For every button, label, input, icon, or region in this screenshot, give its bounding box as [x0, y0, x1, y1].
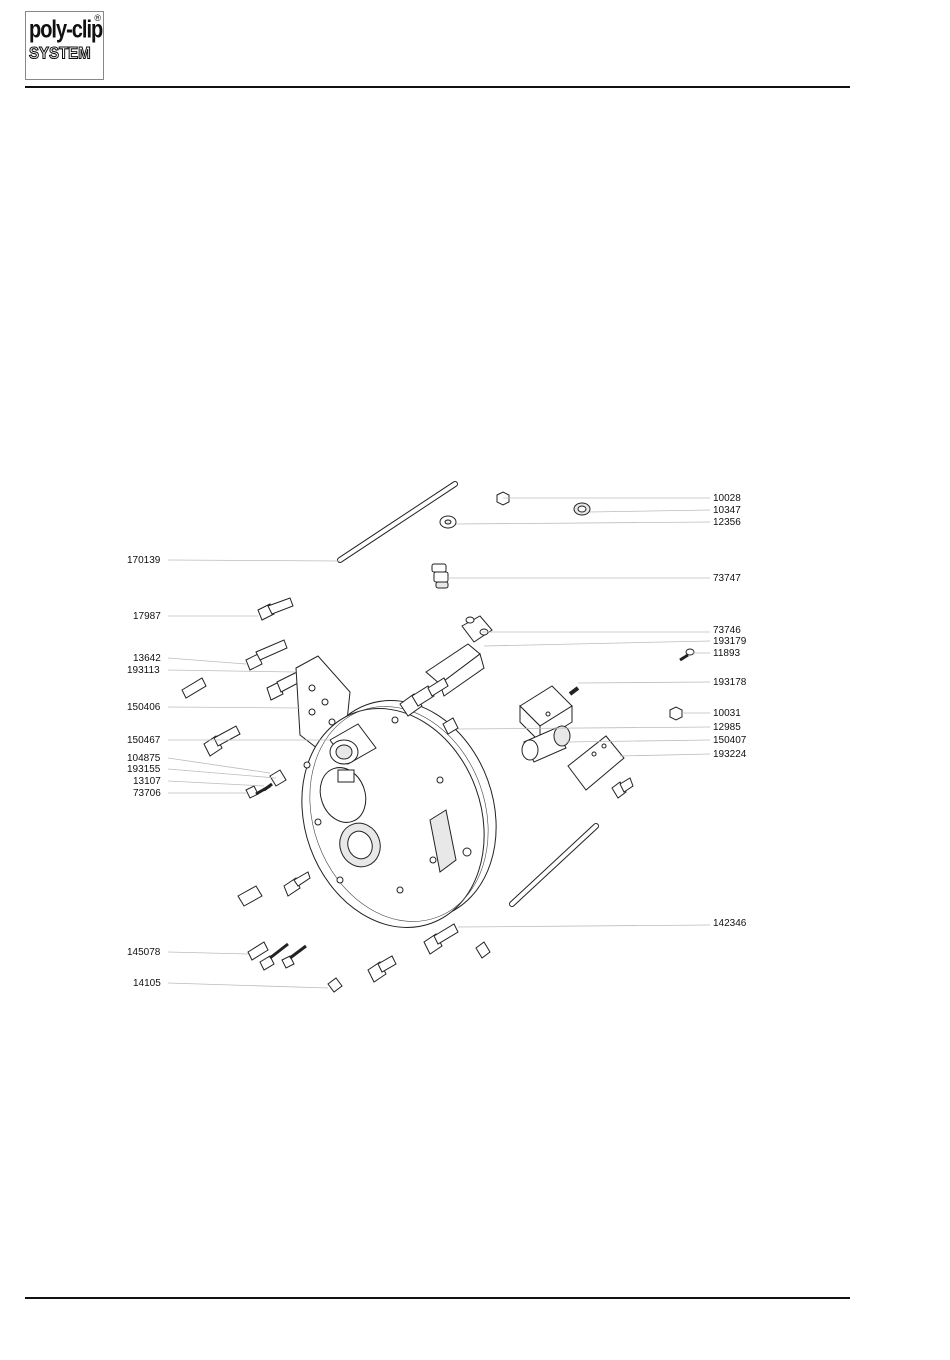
logo-system-text: SYSTEM — [29, 44, 91, 63]
fitting-part — [432, 564, 448, 588]
brand-logo: poly-clip ® SYSTEM — [25, 11, 104, 80]
screw-set-part — [246, 770, 286, 798]
label-12985: 12985 — [713, 722, 741, 733]
small-pin-part — [680, 649, 694, 660]
countersunk-bolt-part — [204, 726, 240, 756]
part-labels-right: 10028 10347 12356 73747 73746 193179 118… — [713, 493, 747, 929]
exploded-parts-diagram: 170139 17987 13642 193113 150406 150467 … — [0, 470, 950, 1030]
cover-plate-part — [568, 736, 624, 790]
tiny-screw-part — [328, 978, 342, 992]
lower-dowel-pin-part — [238, 886, 262, 906]
label-104875: 104875 — [127, 753, 161, 764]
rod-part — [340, 484, 455, 560]
pin-group-part — [248, 942, 306, 970]
label-10347: 10347 — [713, 505, 741, 516]
label-17987: 17987 — [133, 611, 161, 622]
hex-bolt-part — [258, 598, 293, 620]
logo-registered-mark: ® — [94, 13, 101, 23]
label-193224: 193224 — [713, 749, 747, 760]
label-150467: 150467 — [127, 735, 161, 746]
label-11893: 11893 — [713, 648, 741, 659]
header-rule — [25, 86, 850, 88]
bracket-bolt-part — [267, 672, 300, 700]
socket-screw-part — [612, 778, 633, 798]
label-14105: 14105 — [133, 978, 161, 989]
label-193178: 193178 — [713, 677, 747, 688]
nut-part — [497, 492, 509, 505]
footer-rule — [25, 1297, 850, 1299]
label-150406: 150406 — [127, 702, 161, 713]
label-73746: 73746 — [713, 625, 741, 636]
label-73706: 73706 — [133, 788, 161, 799]
lower-screw-part — [476, 942, 490, 958]
label-193113: 193113 — [127, 665, 160, 676]
pin-bolt-part — [246, 640, 287, 670]
label-193155: 193155 — [127, 764, 161, 775]
label-13642: 13642 — [133, 653, 161, 664]
label-73747: 73747 — [713, 573, 741, 584]
label-13107: 13107 — [133, 776, 161, 787]
label-150407: 150407 — [713, 735, 747, 746]
label-145078: 145078 — [127, 947, 161, 958]
label-10031: 10031 — [713, 708, 741, 719]
label-142346: 142346 — [713, 918, 747, 929]
lower-countersunk-bolt-part — [284, 872, 310, 896]
long-countersunk-bolt-part — [424, 924, 458, 954]
bottom-countersunk-part — [368, 956, 396, 982]
dowel-pin-part — [182, 678, 206, 698]
small-nut-part — [670, 707, 682, 720]
part-labels-left: 170139 17987 13642 193113 150406 150467 … — [127, 555, 161, 989]
label-10028: 10028 — [713, 493, 741, 504]
label-12356: 12356 — [713, 517, 741, 528]
label-193179: 193179 — [713, 636, 747, 647]
logo-wordmark: poly-clip — [29, 16, 102, 45]
label-170139: 170139 — [127, 555, 161, 566]
lower-rod-part — [512, 826, 596, 904]
